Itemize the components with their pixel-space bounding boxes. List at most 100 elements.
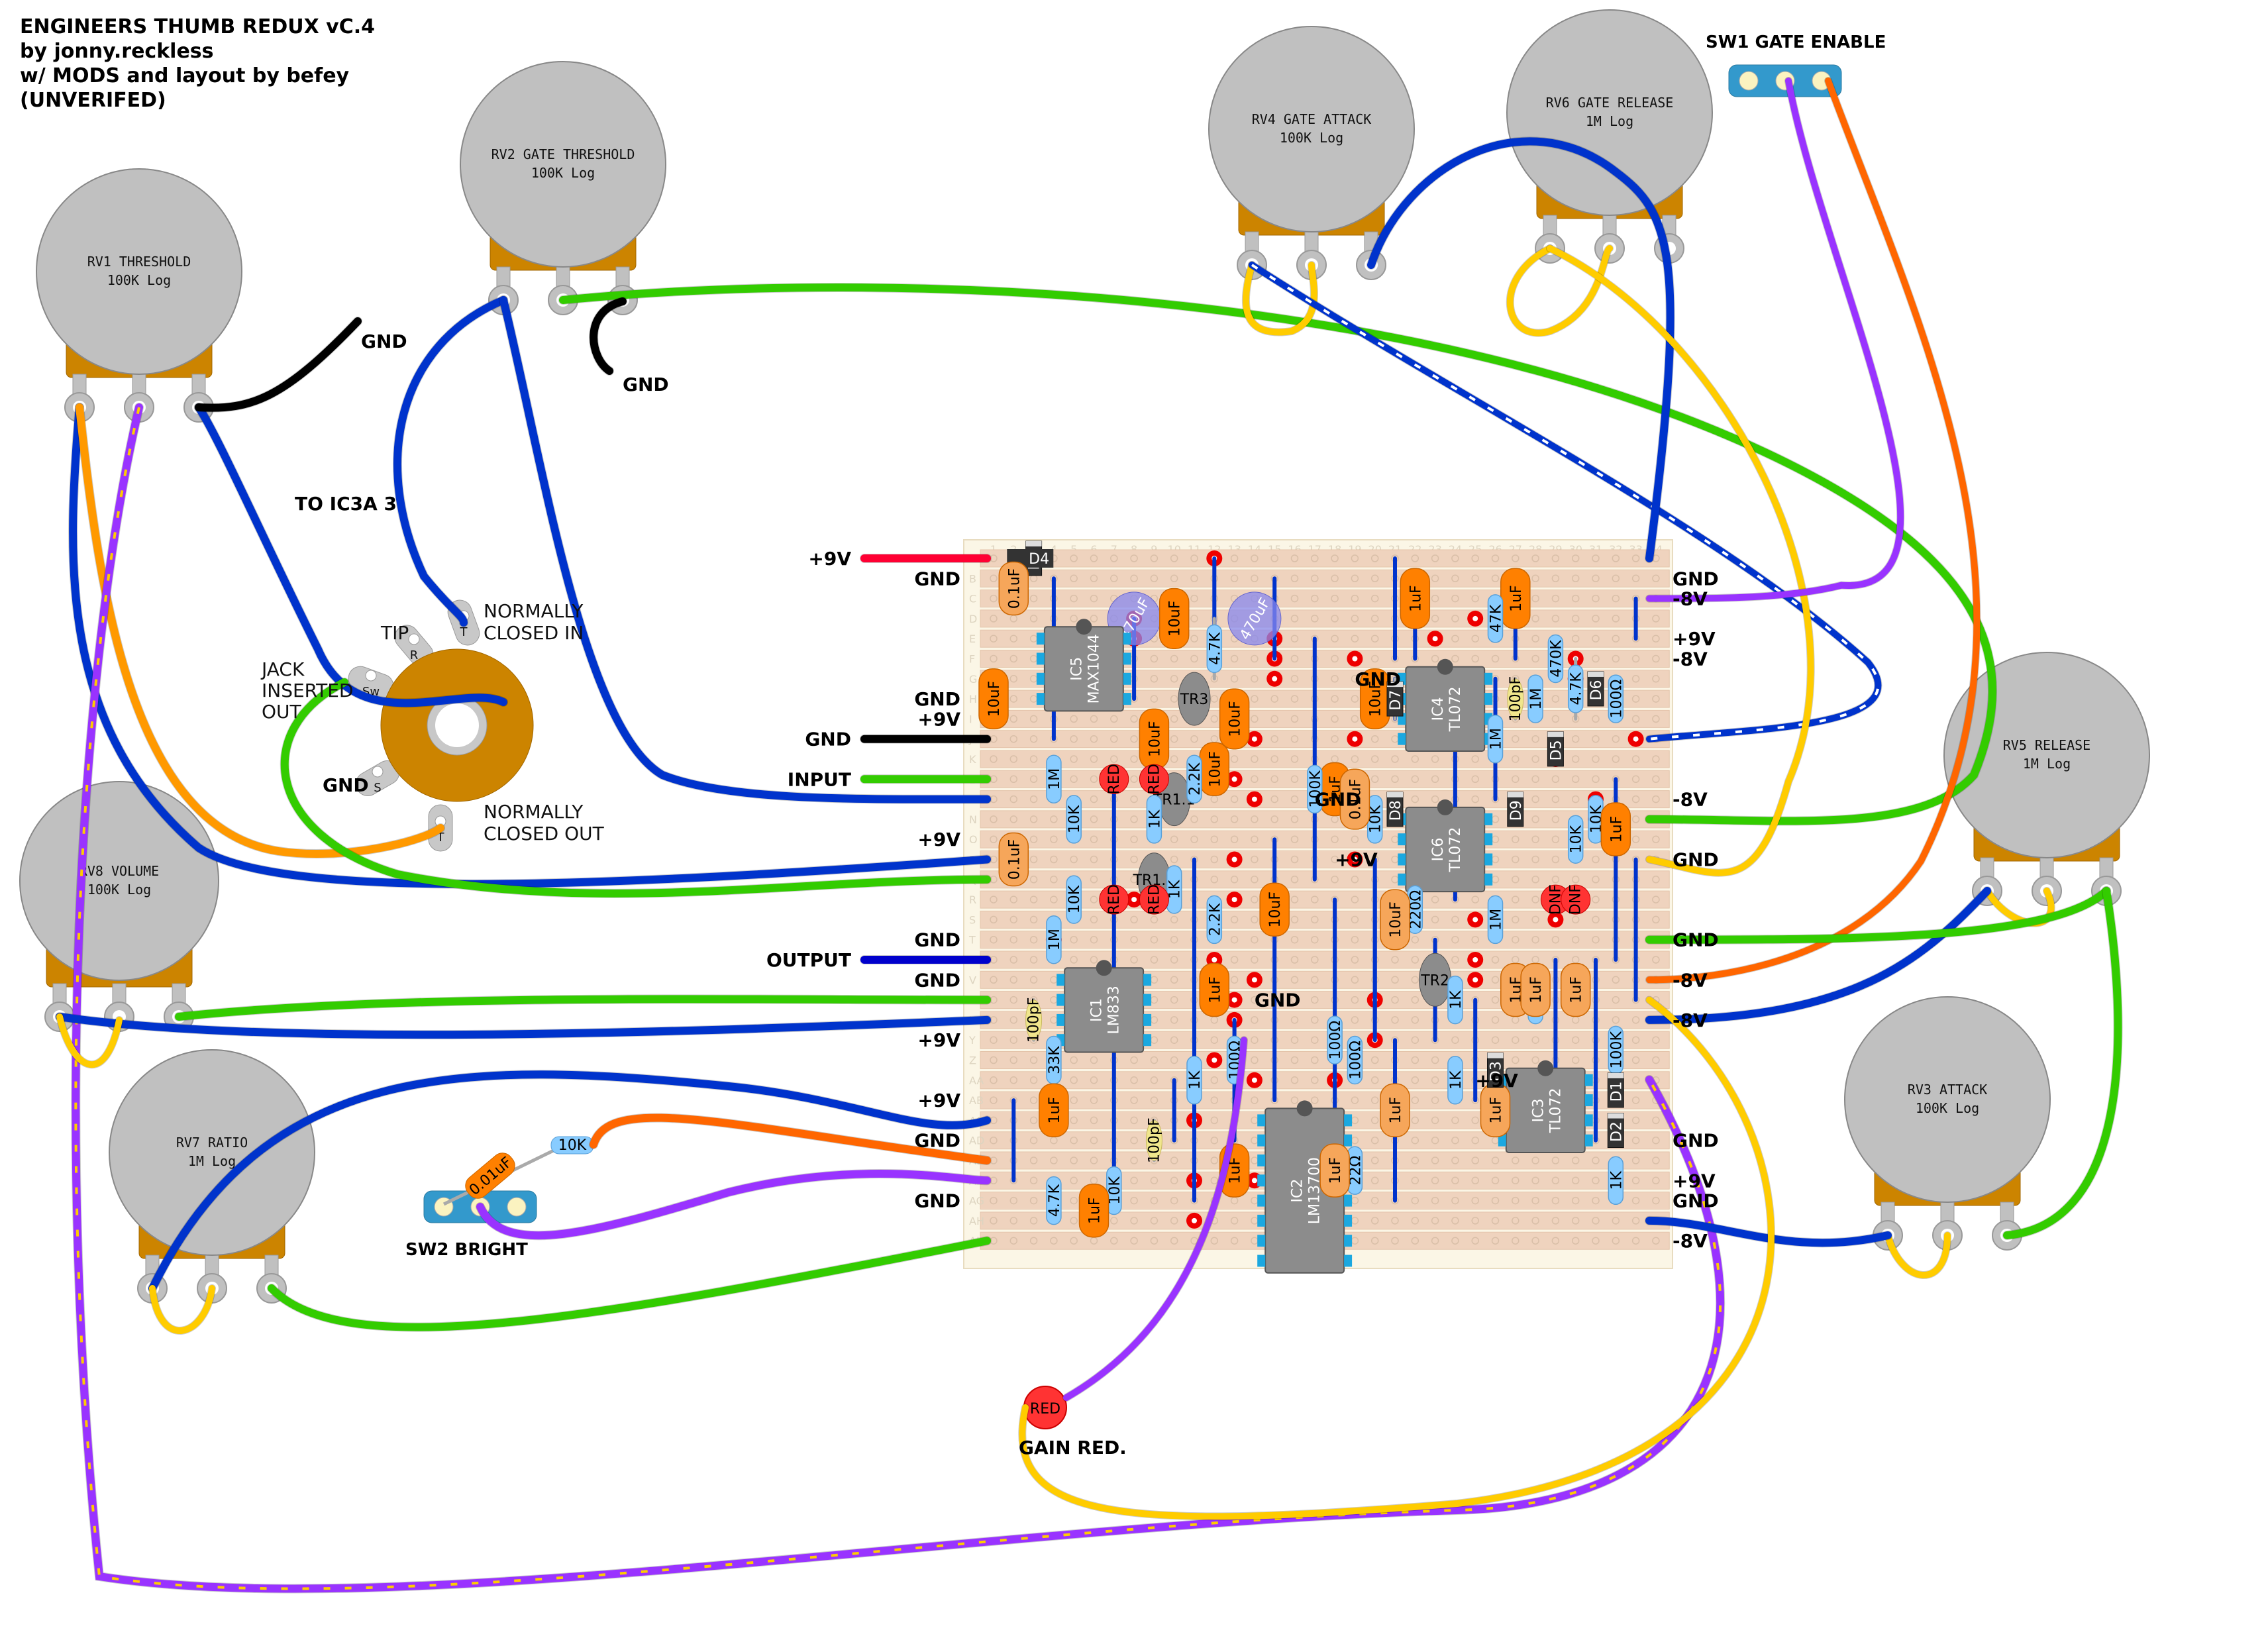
hole [1190,835,1198,843]
hole [1370,574,1379,583]
hole [1370,1136,1379,1145]
hole [1210,715,1219,723]
hole [1592,935,1600,944]
resistor-body [1527,674,1543,723]
ic-pin [1036,652,1045,665]
hole [1612,574,1620,583]
resistor-value: 100Ω [1608,680,1625,719]
hole [1351,996,1359,1004]
hole [1652,795,1660,803]
diode-band [1387,682,1403,688]
hole [1270,735,1278,743]
capacitor-value: 1uF [1227,1157,1244,1184]
switch-label: SW2 BRIGHT [405,1240,528,1260]
capacitor-body [1219,688,1250,750]
jack-nc-in-label-1: NORMALLY [484,600,584,622]
hole [1210,1176,1219,1185]
switch-sw2[interactable]: SW2 BRIGHT [405,1190,537,1260]
track-cut-center [1251,796,1257,802]
resistor: 470K [1547,634,1565,684]
hole [1090,935,1098,944]
hole [1070,1217,1078,1225]
led-label: RED [1106,764,1123,794]
resistor-body [1567,664,1584,713]
hole [1290,775,1299,784]
hole [1150,1217,1159,1225]
hole [1592,915,1600,924]
copper-strip [980,750,1670,768]
resistor-value: 100K [1308,770,1324,808]
resistor-value: 220Ω [1408,890,1424,929]
jack-nc-out-label-1: NORMALLY [484,801,584,823]
hole [1411,996,1419,1004]
hole [1331,835,1339,843]
switch-lug [507,1197,527,1217]
hole [1210,855,1219,864]
diode-band [1608,1113,1624,1119]
hole [1631,1237,1640,1245]
capacitor-body [1259,882,1290,937]
ic-pin [1057,1013,1065,1026]
hole [1150,554,1159,562]
resistor-body [1608,674,1624,723]
switch-sw1[interactable]: SW1 GATE ENABLE [1706,32,1886,97]
hole [1290,574,1299,583]
hole [1190,615,1198,623]
hole [1351,715,1359,723]
hole [1009,795,1018,803]
hole [1029,594,1038,603]
board-pad-label-right: -8V [1673,1009,1708,1031]
hole [1451,1036,1459,1044]
hole [1009,996,1018,1004]
hole [1130,815,1138,823]
hole [1029,835,1038,843]
ic-notch [1296,1100,1313,1117]
ic-notch [1437,799,1453,815]
hole [1512,1196,1520,1205]
hole [1592,654,1600,663]
wire-bright-orange [590,1113,991,1164]
hole [1592,855,1600,864]
hole [1210,1076,1219,1084]
row-letter: D [969,613,977,625]
led-label: RED [1146,764,1162,794]
row-letter: V [969,974,976,986]
capacitor-body [1159,588,1190,649]
hole [1090,1156,1098,1164]
ceramic-value: 100pF [1146,1117,1162,1163]
hole [1150,1076,1159,1084]
hole [990,1096,998,1104]
hole [1531,554,1539,562]
hole [1090,1076,1098,1084]
jack-lug-hole [372,766,384,778]
hole [1512,1237,1520,1245]
hole [990,1217,998,1225]
resistor: 10K [1066,875,1083,924]
hole [1431,775,1439,784]
hole [1531,1156,1539,1164]
hole [1411,1036,1419,1044]
hole [1531,855,1539,864]
hole [1130,735,1138,743]
hole [1029,915,1038,924]
board-pad-label-left: +9V [917,1090,960,1111]
hole [1130,1076,1138,1084]
hole [1130,1116,1138,1125]
ic-pin [1257,1174,1266,1187]
capacitor-body [998,561,1029,616]
hole [1070,1156,1078,1164]
capacitor-body [1380,1083,1410,1137]
resistor: 100K [1608,1025,1625,1075]
hole [1411,755,1419,763]
pot-value: 1M Log [1586,113,1633,129]
hole [1631,835,1640,843]
hole [1029,755,1038,763]
